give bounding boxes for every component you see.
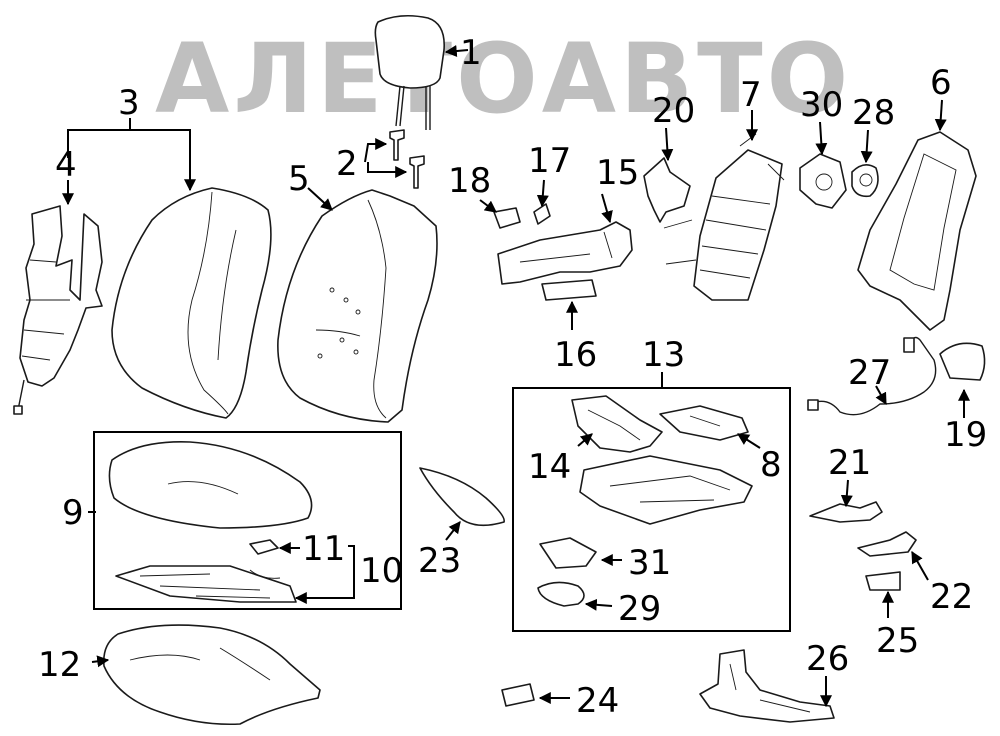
- callout-9: 9: [62, 493, 84, 533]
- callout-30: 30: [800, 85, 843, 125]
- part-connector: [249, 539, 279, 555]
- part-lumbar-support: [663, 133, 785, 301]
- part-seatback-heater: [13, 205, 103, 415]
- callout-8: 8: [760, 445, 782, 485]
- callout-26: 26: [806, 639, 849, 679]
- callout-5: 5: [288, 159, 310, 199]
- part-seat-frame: [579, 455, 753, 525]
- callout-12: 12: [38, 645, 81, 685]
- part-switch: [541, 279, 597, 301]
- part-bracket: [643, 157, 691, 223]
- watermark-logo: АЛЕТОАВТО: [155, 23, 852, 135]
- callout-20: 20: [652, 91, 695, 131]
- part-side-cover: [497, 221, 633, 285]
- callout-7: 7: [740, 75, 762, 115]
- part-seatback-cover: [111, 187, 272, 419]
- callout-25: 25: [876, 621, 919, 661]
- part-headrest: [374, 14, 445, 130]
- callout-6: 6: [930, 63, 952, 103]
- part-knob: [493, 207, 521, 229]
- callout-2: 2: [336, 144, 358, 184]
- callout-13: 13: [642, 335, 685, 375]
- part-seatback-pad: [277, 189, 438, 423]
- part-wire-harness: [807, 336, 937, 416]
- callout-11: 11: [302, 529, 345, 569]
- group-box-cushion: [93, 431, 402, 610]
- part-harness-26: [699, 649, 835, 723]
- part-clip: [501, 683, 535, 707]
- part-seat-cushion-cover: [108, 441, 313, 529]
- callout-27: 27: [848, 353, 891, 393]
- part-gear: [851, 164, 879, 198]
- callout-29: 29: [618, 589, 661, 629]
- part-seatback-frame: [857, 131, 977, 331]
- part-seat-heater-pad: [115, 565, 297, 603]
- callout-21: 21: [828, 443, 871, 483]
- callout-22: 22: [930, 577, 973, 617]
- callout-19: 19: [944, 415, 987, 455]
- part-clip-2: [865, 571, 901, 591]
- callout-23: 23: [418, 541, 461, 581]
- part-lumbar-motor: [799, 153, 847, 209]
- callout-18: 18: [448, 161, 491, 201]
- part-cushion-pan: [571, 395, 663, 453]
- callout-10: 10: [360, 551, 403, 591]
- callout-15: 15: [596, 153, 639, 193]
- callout-1: 1: [460, 33, 482, 73]
- part-side-shield: [419, 467, 505, 527]
- part-headrest-guides: [389, 129, 425, 189]
- part-switch-base: [539, 537, 597, 569]
- part-sensor: [537, 581, 585, 607]
- callout-4: 4: [55, 145, 77, 185]
- callout-24: 24: [576, 681, 619, 721]
- group-box-seat-frame: [512, 387, 791, 632]
- callout-3: 3: [118, 83, 140, 123]
- callout-16: 16: [554, 335, 597, 375]
- part-cover: [533, 203, 551, 225]
- part-spring-bracket: [659, 405, 749, 441]
- part-seat-cushion-pad: [102, 624, 321, 726]
- part-mount-bracket: [857, 531, 917, 557]
- part-side-bolster-cap: [939, 342, 986, 381]
- callout-28: 28: [852, 93, 895, 133]
- callout-14: 14: [528, 447, 571, 487]
- callout-17: 17: [528, 141, 571, 181]
- callout-31: 31: [628, 543, 671, 583]
